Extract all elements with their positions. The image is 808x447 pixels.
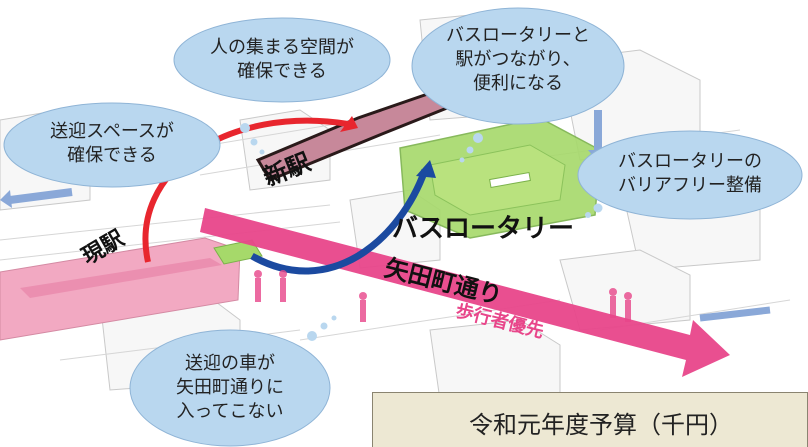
pedestrian-priority-arrow [200,208,730,377]
cloud-cars-not-enter [129,315,337,447]
plaza-green-small [213,239,263,265]
cloud-barrier-free-text: バスロータリーの バリアフリー整備 [618,151,762,196]
cloud-pickup-space-text: 送迎スペースが 確保できる [50,121,174,166]
cloud-gathering-space-text: 人の集まる空間が 確保できる [210,37,354,82]
cloud-gathering-space [173,17,391,155]
budget-title: 令和元年度予算（千円） [469,411,733,439]
cloud-bus-connect-text: バスロータリーと 駅がつながり、 便利になる [446,25,590,94]
pedestrian-figures [254,270,632,322]
budget-box: 令和元年度予算（千円） [372,392,808,447]
current-station-platform [20,258,222,298]
cloud-barrier-free [577,130,803,220]
side-arrow-left [9,188,73,204]
blue-route-arrow [250,168,429,275]
cloud-bus-connect [411,7,625,163]
cloud-cars-not-enter-text: 送迎の車が 矢田町通りに 入ってこない [176,353,284,422]
cloud-pickup-space [3,102,221,188]
side-arrow-lower-right [699,306,771,322]
bus-rotary-label: バスロータリー [392,214,575,244]
